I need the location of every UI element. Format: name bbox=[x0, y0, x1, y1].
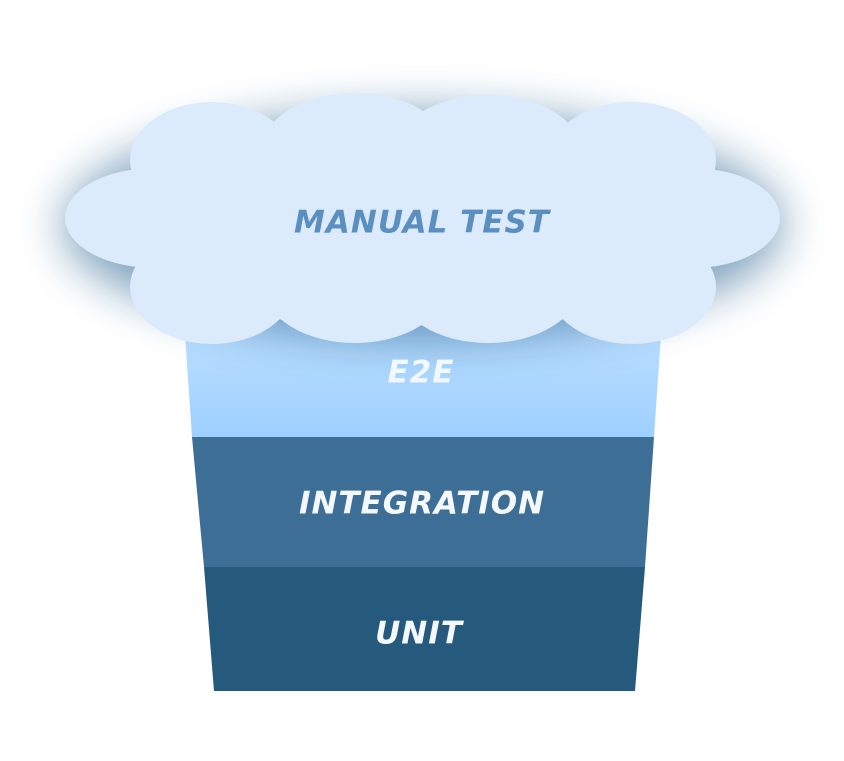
manual-test-label: MANUAL TEST bbox=[294, 205, 552, 241]
manual-test-cloud bbox=[65, 93, 780, 344]
unit-layer bbox=[204, 567, 645, 691]
e2e-layer bbox=[184, 320, 662, 437]
e2e-label: E2E bbox=[388, 355, 455, 391]
integration-layer bbox=[192, 437, 654, 567]
unit-label: UNIT bbox=[375, 616, 465, 652]
integration-label: INTEGRATION bbox=[299, 486, 545, 522]
